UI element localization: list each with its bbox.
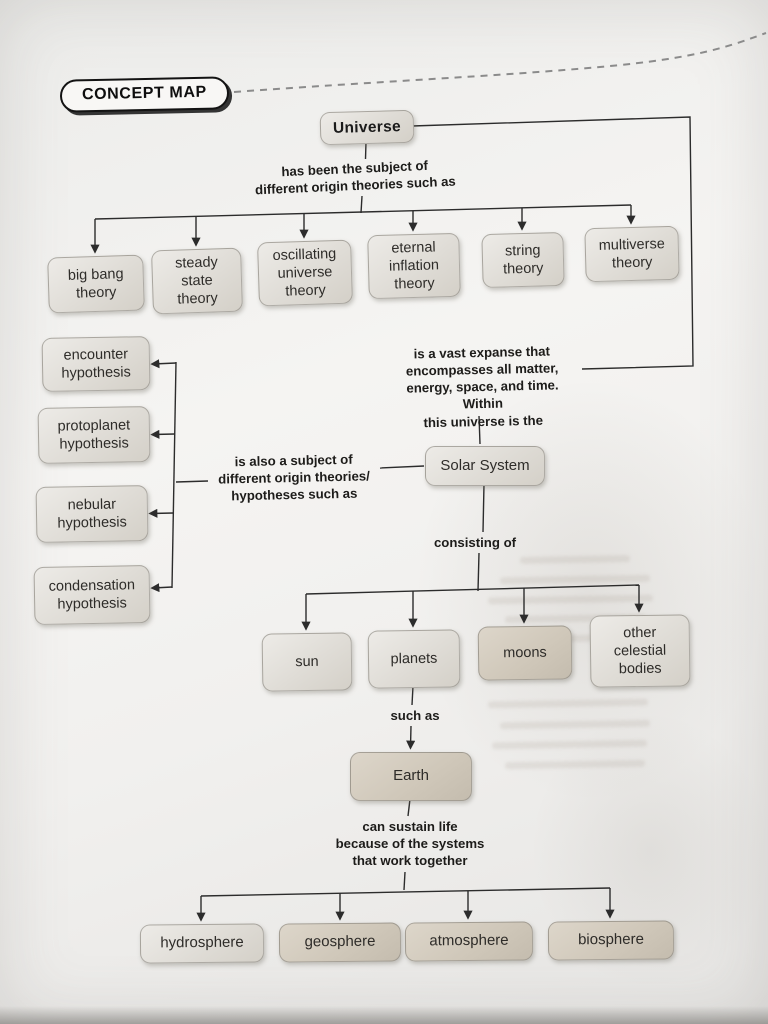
page-bottom-edge <box>0 1006 768 1024</box>
label-universe-description: is a vast expanse that encompasses all m… <box>405 343 559 430</box>
node-hydrosphere: hydrosphere <box>139 923 265 964</box>
label-solar-system-hypotheses-connector: is also a subject of different origin th… <box>218 451 370 504</box>
node-string-theory: string theory <box>481 231 565 289</box>
solar-system-to-hypotheses-connector <box>148 359 425 593</box>
description-to-solar-system-connector <box>478 415 481 445</box>
label-earth-systems-connector: can sustain life because of the systems … <box>335 819 485 869</box>
node-moons: moons <box>477 625 573 681</box>
label-such-as: such as <box>390 708 440 723</box>
node-biosphere: biosphere <box>547 920 675 961</box>
node-condensation-hypothesis: condensation hypothesis <box>33 564 151 626</box>
node-other-celestial-bodies: other celestial bodies <box>589 614 691 688</box>
concept-map-title: CONCEPT MAP <box>59 76 230 113</box>
node-protoplanet-hypothesis: protoplanet hypothesis <box>37 406 151 464</box>
node-earth: Earth <box>350 752 472 801</box>
node-geosphere: geosphere <box>278 922 402 963</box>
decorative-dashed-line <box>233 32 767 93</box>
node-encounter-hypothesis: encounter hypothesis <box>41 336 151 392</box>
node-atmosphere: atmosphere <box>404 921 534 962</box>
node-eternal-inflation-theory: eternal inflation theory <box>367 232 461 300</box>
solar-system-to-components-connector <box>301 483 644 631</box>
node-steady-state-theory: steady state theory <box>151 247 243 315</box>
node-oscillating-universe-theory: oscillating universe theory <box>257 239 353 307</box>
universe-to-theories-connector <box>90 141 636 254</box>
universe-to-description-connector <box>411 116 694 370</box>
node-solar-system: Solar System <box>425 446 545 486</box>
planets-to-earth-connector <box>406 685 416 750</box>
label-consisting-of: consisting of <box>433 535 517 550</box>
node-planets: planets <box>367 629 461 689</box>
earth-to-systems-connector <box>196 798 615 922</box>
node-universe: Universe <box>319 109 415 146</box>
node-multiverse-theory: multiverse theory <box>584 225 680 283</box>
node-nebular-hypothesis: nebular hypothesis <box>35 485 149 543</box>
node-big-bang-theory: big bang theory <box>47 254 145 314</box>
node-sun: sun <box>261 632 353 692</box>
